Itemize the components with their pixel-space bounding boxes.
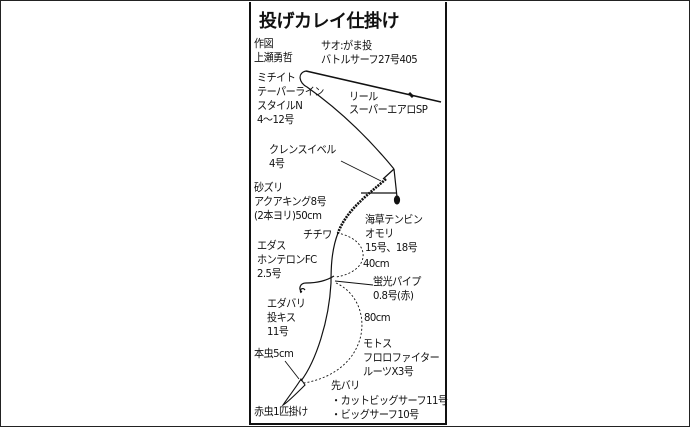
author-name: 上瀬勇哲 — [254, 51, 293, 64]
sinker-size: 15号、18号 — [365, 241, 418, 254]
swivel-size: 4号 — [269, 157, 285, 170]
distance-80: 80cm — [364, 311, 391, 324]
loop-label: チチワ — [303, 228, 332, 241]
main-line — [299, 70, 395, 170]
bait-bloodworm-label: 赤虫1匹掛け — [254, 405, 308, 418]
mainline-type: テーパーライン — [257, 85, 324, 98]
sinker — [393, 195, 401, 205]
reel-label: リール — [349, 90, 378, 103]
pipe-pointer — [334, 280, 374, 286]
branch-line — [305, 275, 335, 284]
leader-spec: ルーツX3号 — [363, 365, 414, 378]
mainline-model: スタイルN — [257, 99, 303, 112]
shockleader-label: 砂ズリ — [254, 181, 283, 194]
mainline-label: ミチイト — [257, 71, 296, 84]
branch-hook — [299, 282, 307, 294]
branchhook-size: 11号 — [267, 325, 289, 338]
dist-40-arc — [335, 232, 364, 278]
shock-leader — [336, 178, 387, 234]
reel-model: スーパーエアロSP — [349, 103, 428, 116]
leader-model: フロロファイター — [363, 351, 440, 364]
tenbin-arm — [361, 168, 398, 198]
tenbin-label: 海草テンビン — [365, 213, 423, 226]
rod-model: バトルサーフ27号405 — [321, 53, 418, 66]
branchline-label: エダス — [257, 239, 286, 252]
tiphook-label: 先バリ — [331, 379, 360, 392]
distance-40: 40cm — [363, 257, 390, 270]
branchline-model: ホンテロンFC — [257, 253, 317, 266]
pipe-spec: 0.8号(赤) — [373, 289, 414, 302]
diagram-title: 投げカレイ仕掛け — [259, 11, 400, 32]
shockleader-model: アクアキング8号 — [254, 195, 327, 208]
reel-mark — [407, 91, 415, 99]
rod-label: サオ:がま投 — [321, 39, 372, 52]
swivel-label: クレンスイベル — [269, 143, 336, 156]
leader-line — [300, 232, 339, 382]
shockleader-spec: (2本ヨリ)50cm — [254, 209, 322, 222]
leader-label: モトス — [363, 337, 392, 350]
author-label: 作図 — [254, 37, 274, 50]
pipe-label: 蛍光パイプ — [373, 275, 421, 288]
bait-worm-label: 本虫5cm — [254, 347, 294, 360]
tiphook-option-2: ・ビッグサーフ10号 — [331, 408, 419, 421]
branchline-size: 2.5号 — [257, 267, 282, 280]
tip-hook-bait — [281, 377, 306, 407]
branchhook-model: 投キス — [267, 311, 296, 324]
bait-pointer — [284, 360, 300, 380]
diagram-frame — [249, 2, 447, 425]
tiphook-option-1: ・カットビッグサーフ11号 — [331, 394, 448, 407]
dist-80-arc — [303, 282, 363, 384]
rod — [305, 70, 442, 103]
mainline-size: 4〜12号 — [257, 113, 294, 126]
swivel-pointer — [340, 160, 382, 182]
branchhook-label: エダバリ — [267, 297, 306, 310]
sinker-label: オモリ — [365, 227, 394, 240]
